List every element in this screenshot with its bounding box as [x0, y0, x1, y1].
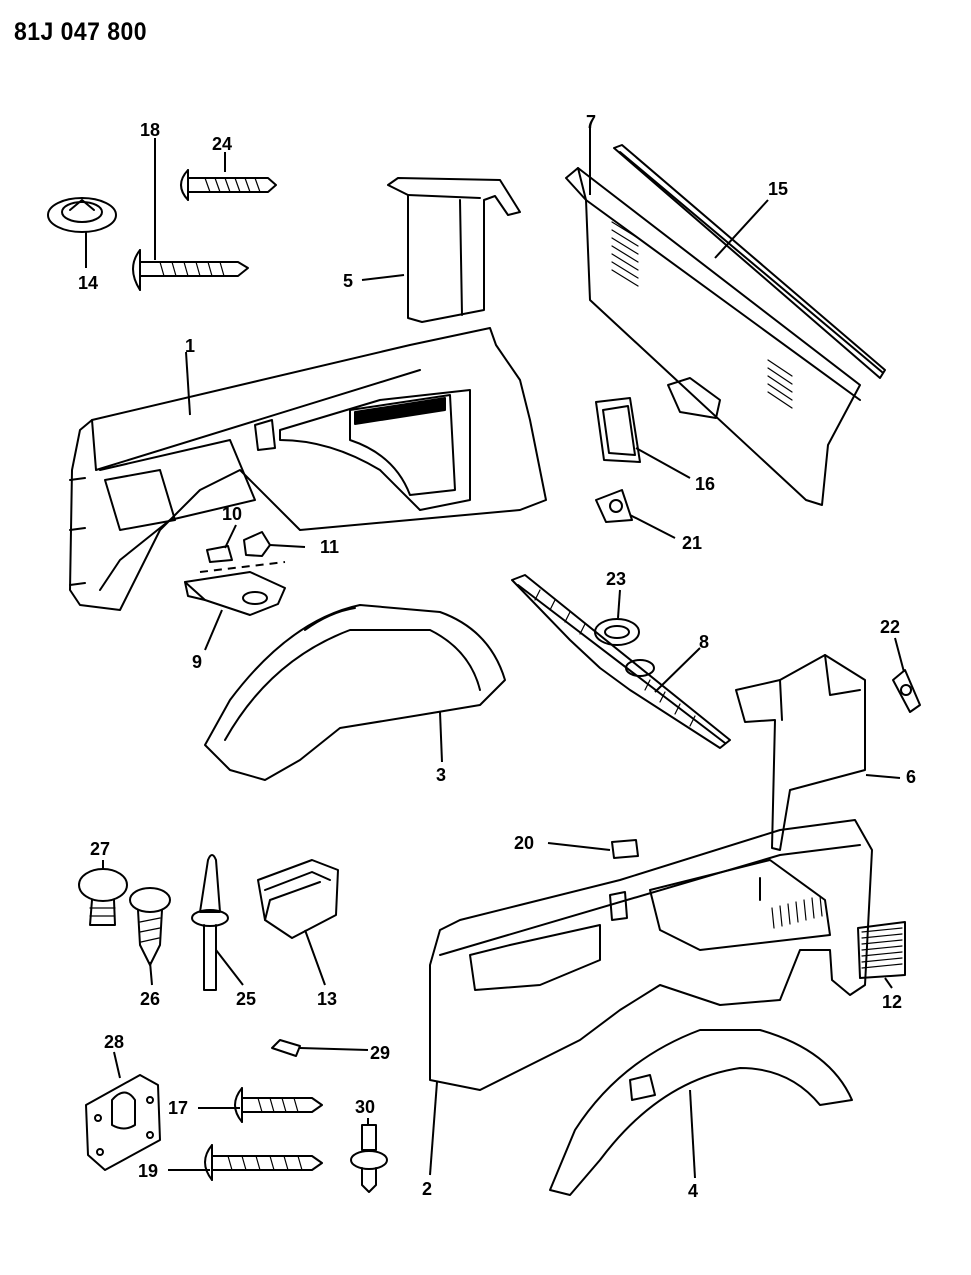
part-5-upper-trim-panel	[387, 177, 521, 323]
callout-10: 10	[222, 504, 242, 524]
part-27-push-pin	[78, 868, 128, 926]
callout-18: 18	[140, 120, 160, 140]
part-9-bracket	[184, 571, 286, 616]
callout-24: 24	[212, 134, 232, 154]
part-10-pad	[206, 545, 233, 563]
callout-11: 11	[320, 537, 339, 557]
callout-15: 15	[768, 179, 788, 199]
callout-23: 23	[606, 569, 626, 589]
part-19-screw	[204, 1144, 323, 1181]
callout-27: 27	[90, 839, 110, 859]
callout-14: 14	[78, 273, 98, 293]
callout-numbers: 1 2 3 4 5 6 7 8 9 10 11 12 13 14 15 16 1…	[78, 112, 916, 1201]
callout-3: 3	[436, 765, 446, 785]
callout-5: 5	[343, 271, 353, 291]
callout-6: 6	[906, 767, 916, 787]
part-7-rear-trim-panel	[565, 167, 861, 506]
callout-30: 30	[355, 1097, 375, 1117]
callout-22: 22	[880, 617, 900, 637]
part-29-clip	[271, 1039, 301, 1057]
callout-7: 7	[586, 112, 596, 132]
part-13-clip	[257, 859, 339, 939]
part-2-right-quarter-trim	[429, 819, 873, 1091]
callout-2: 2	[422, 1179, 432, 1199]
part-20-clip	[611, 839, 639, 859]
callout-9: 9	[192, 652, 202, 672]
part-22-cover	[892, 669, 921, 713]
callout-13: 13	[317, 989, 337, 1009]
part-30-screw-washer	[350, 1124, 388, 1193]
part-28-plate	[85, 1074, 161, 1171]
part-1-left-quarter-trim	[69, 327, 547, 611]
part-24-fastener	[180, 169, 277, 201]
part-12-grille	[857, 921, 906, 979]
callout-26: 26	[140, 989, 160, 1009]
callout-12: 12	[882, 992, 902, 1012]
part-15-trim-strip	[613, 144, 886, 379]
callout-21: 21	[682, 533, 702, 553]
part-14-clip-nut	[47, 197, 117, 233]
leader-lines	[85, 128, 905, 1179]
part-25-rivet	[191, 854, 229, 991]
callout-20: 20	[514, 833, 534, 853]
part-21-cover	[595, 489, 633, 523]
callout-1: 1	[185, 336, 195, 356]
part-4-wheelhouse-liner	[549, 1029, 853, 1196]
part-26-screw	[129, 887, 171, 966]
part-6-right-upper-trim	[735, 654, 866, 851]
part-16-grille	[595, 397, 641, 463]
diagram-title: 81J 047 800	[14, 18, 147, 46]
callout-16: 16	[695, 474, 715, 494]
callout-4: 4	[688, 1181, 698, 1201]
callout-8: 8	[699, 632, 709, 652]
callout-19: 19	[138, 1161, 158, 1181]
part-11-plug	[243, 531, 271, 557]
callout-28: 28	[104, 1032, 124, 1052]
part-23-grommet	[594, 618, 640, 646]
callout-29: 29	[370, 1043, 390, 1063]
part-8-sill-plate	[511, 574, 731, 749]
part-18-screw	[132, 249, 249, 291]
part-3-wheelhouse-liner	[204, 604, 506, 781]
callout-25: 25	[236, 989, 256, 1009]
callout-17: 17	[168, 1098, 188, 1118]
part-17-screw	[234, 1087, 323, 1123]
